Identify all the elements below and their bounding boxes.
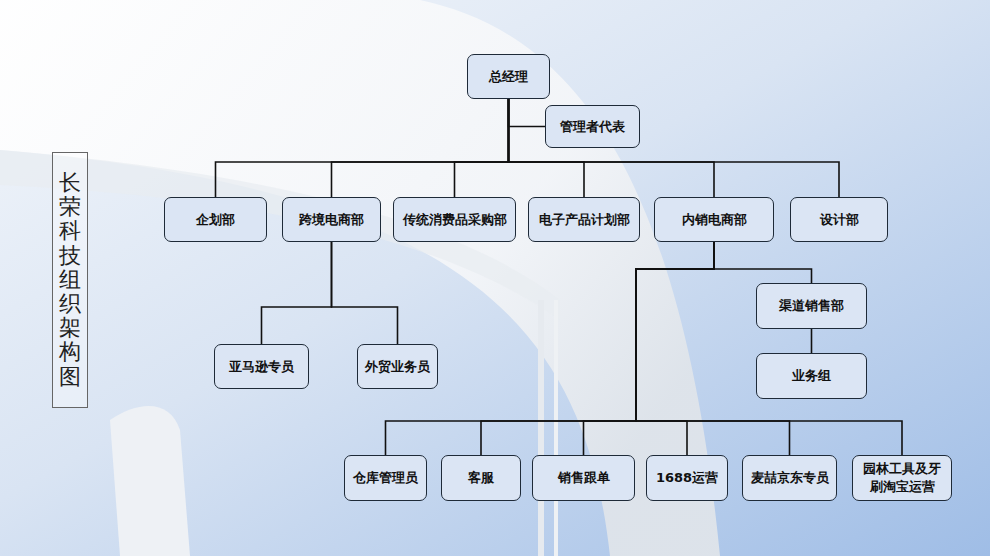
arch-band — [0, 0, 720, 556]
pole — [538, 300, 544, 556]
org-connector — [332, 242, 398, 344]
org-box: 仓库管理员 — [344, 455, 427, 501]
box-label: 客服 — [468, 469, 494, 487]
org-connector — [216, 99, 509, 197]
org-box: 客服 — [441, 455, 521, 501]
org-connector — [584, 242, 715, 455]
org-box: 亚马逊专员 — [214, 344, 309, 389]
org-box: 业务组 — [756, 353, 867, 399]
org-box: 总经理 — [467, 54, 550, 99]
org-connector — [332, 99, 509, 197]
box-label: 企划部 — [196, 211, 235, 229]
org-box: 外贸业务员 — [357, 344, 438, 389]
org-connector — [636, 242, 790, 455]
org-connector — [636, 242, 902, 455]
org-connector — [262, 242, 332, 344]
org-connector — [455, 99, 509, 197]
org-connector — [714, 242, 812, 283]
box-label: 设计部 — [820, 211, 859, 229]
org-box: 销售跟单 — [532, 455, 635, 501]
box-label: 内销电商部 — [682, 211, 747, 229]
box-label: 麦喆京东专员 — [751, 469, 829, 487]
org-box: 麦喆京东专员 — [742, 455, 837, 501]
box-label: 外贸业务员 — [365, 358, 430, 376]
box-label: 渠道销售部 — [779, 297, 844, 315]
pillar — [110, 406, 190, 556]
box-label: 销售跟单 — [558, 469, 610, 487]
pole — [554, 300, 558, 556]
org-box: 设计部 — [790, 197, 888, 242]
org-connector — [509, 99, 840, 197]
org-connector — [811, 329, 813, 353]
org-connector — [509, 99, 546, 127]
org-box: 1688运营 — [646, 455, 728, 501]
org-connector — [636, 242, 714, 455]
box-label: 管理者代表 — [560, 118, 625, 136]
box-label: 1688运营 — [656, 469, 718, 487]
org-box: 传统消费品采购部 — [393, 197, 516, 242]
box-label: 总经理 — [489, 68, 528, 86]
box-label: 跨境电商部 — [299, 211, 364, 229]
org-connector — [509, 99, 715, 197]
chart-title: 长荣科技组织架构图 — [52, 152, 88, 408]
org-box: 企划部 — [164, 197, 267, 242]
box-label: 仓库管理员 — [353, 469, 418, 487]
org-box: 电子产品计划部 — [528, 197, 640, 242]
org-box: 跨境电商部 — [282, 197, 381, 242]
org-box: 园林工具及牙 刷淘宝运营 — [852, 455, 952, 501]
box-label: 园林工具及牙 刷淘宝运营 — [859, 460, 945, 495]
box-label: 业务组 — [792, 367, 831, 385]
org-box: 管理者代表 — [545, 105, 640, 148]
box-label: 亚马逊专员 — [229, 358, 294, 376]
box-label: 传统消费品采购部 — [403, 211, 507, 229]
org-box: 渠道销售部 — [756, 283, 867, 329]
org-box: 内销电商部 — [654, 197, 774, 242]
box-label: 电子产品计划部 — [539, 211, 630, 229]
org-connector — [481, 242, 714, 455]
